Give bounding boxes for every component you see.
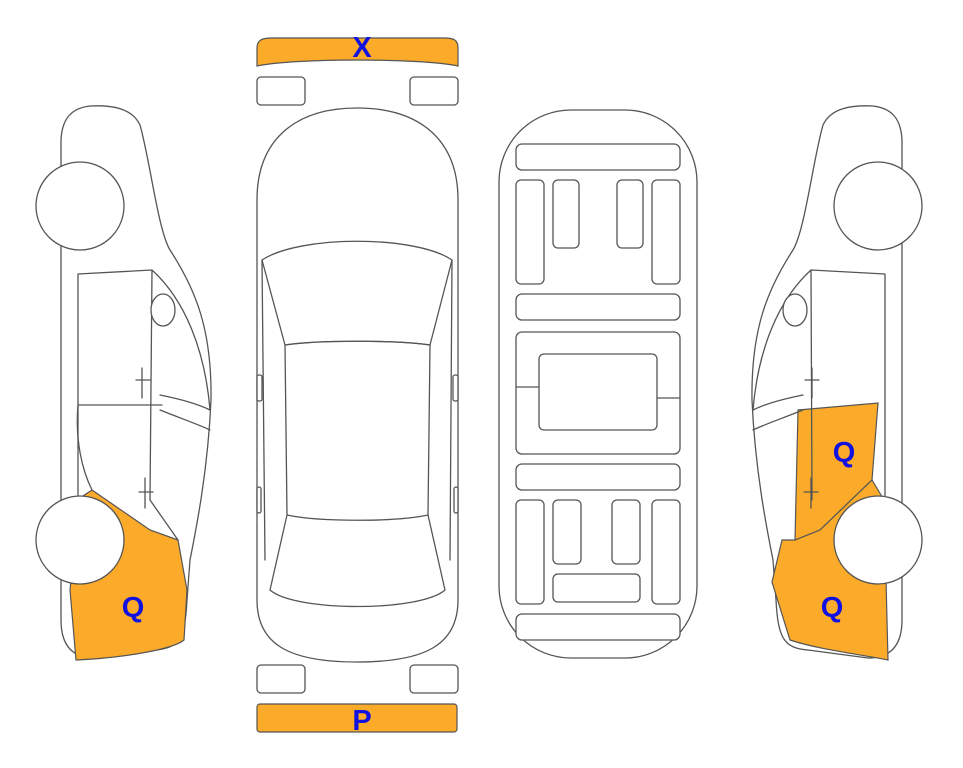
underbody-rear-left-rail [515,499,545,605]
top-roof [284,340,431,516]
underbody-front-bar [515,143,681,171]
top-left-handle [256,486,262,514]
top-front-left-lamp [256,76,306,106]
underbody-rear-left-inner [552,499,582,565]
front-bumper-damage [256,37,459,67]
top-body-outline [256,107,459,663]
left-rear-damage-label: Q [122,592,145,624]
top-view: X P [256,32,459,737]
left-side-door-handle-rear [138,477,154,509]
underbody-cross-member-1 [515,293,681,321]
top-rear-window [269,514,446,608]
underbody-rear-right-rail [651,499,681,605]
underbody-center-panel [538,353,658,431]
right-side-window [752,394,804,431]
underbody-rear-center-bar [552,573,641,603]
top-right-handle [453,486,459,514]
top-rear-left-lamp [256,664,306,694]
top-left-mirror [256,374,263,402]
rear-bumper-label: P [352,705,371,737]
underbody-rear-right-inner [611,499,641,565]
left-side-mirror [150,293,176,327]
right-rear-door-damage-label: Q [833,437,856,469]
underbody-front-right-rail [651,179,681,285]
top-front-right-lamp [409,76,459,106]
top-right-mirror [452,374,459,402]
left-side-view: Q [35,105,212,661]
underbody-front-left-inner [552,179,580,249]
top-side-lines [261,259,453,561]
underbody-front-left-rail [515,179,545,285]
underbody-rear-bar [515,613,681,641]
left-side-door-line [76,404,179,541]
left-side-door-handle-front [135,367,151,399]
right-front-wheel [833,161,923,251]
underbody-view [498,109,698,659]
underbody-front-right-inner [616,179,644,249]
right-side-mirror [782,293,808,327]
top-rear-right-lamp [409,664,459,694]
right-side-view: Q Q [751,105,923,661]
left-front-wheel [35,161,125,251]
right-side-door-handle-rear [803,477,819,509]
underbody-cross-member-2 [515,463,681,491]
left-rear-wheel [35,495,125,585]
right-side-door-handle-front [804,367,820,399]
right-rear-wheel [833,495,923,585]
left-side-window [159,394,211,431]
front-bumper-label: X [352,32,372,64]
rear-bumper-damage [256,703,458,733]
right-rear-quarter-damage-label: Q [821,592,844,624]
